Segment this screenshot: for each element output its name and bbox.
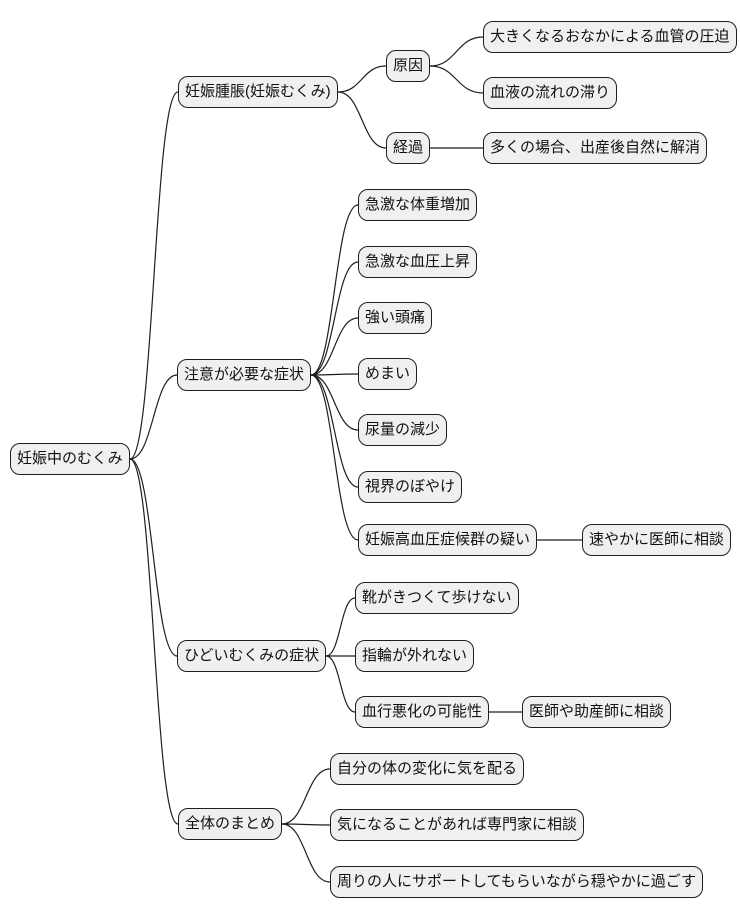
- mindmap-node: 血液の流れの滞り: [483, 77, 618, 109]
- mindmap-node: 強い頭痛: [358, 302, 433, 334]
- mindmap-node: 妊娠腫脹(妊娠むくみ): [178, 76, 338, 108]
- connector-line: [281, 823, 331, 826]
- mindmap-node: 急激な血圧上昇: [358, 246, 478, 278]
- mindmap-node: 大きくなるおなかによる血管の圧迫: [483, 21, 737, 53]
- mindmap-node: 指輪が外れない: [355, 640, 475, 672]
- connector-line: [325, 655, 356, 713]
- mindmap-node: めまい: [358, 358, 418, 390]
- connector-line: [281, 768, 331, 825]
- mindmap-node: 注意が必要な症状: [177, 359, 312, 391]
- connector-line: [337, 91, 387, 149]
- mindmap-node: 妊娠中のむくみ: [10, 443, 130, 475]
- mindmap-node: 靴がきつくて歩けない: [355, 582, 519, 614]
- connector-line: [310, 373, 359, 376]
- connector-line: [310, 317, 359, 376]
- connector-line: [310, 261, 359, 376]
- mindmap-node: 自分の体の変化に気を配る: [330, 753, 525, 785]
- mindmap-node: 速やかに医師に相談: [582, 524, 732, 556]
- mindmap-node: ひどいむくみの症状: [177, 640, 327, 672]
- connector-line: [281, 823, 331, 883]
- connector-line: [429, 36, 484, 67]
- mindmap-node: 医師や助産師に相談: [522, 696, 672, 728]
- connector-line: [129, 458, 178, 657]
- mindmap-node: 原因: [386, 50, 431, 82]
- connector-line: [310, 374, 359, 488]
- connector-line: [310, 374, 359, 431]
- connector-line: [129, 91, 179, 460]
- connector-line: [310, 204, 359, 376]
- mindmap-node: 気になることがあれば専門家に相談: [330, 809, 585, 841]
- connector-line: [325, 597, 356, 657]
- mindmap-node: 周りの人にサポートしてもらいながら穏やかに過ごす: [330, 866, 703, 898]
- mindmap-node: 多くの場合、出産後自然に解消: [483, 132, 708, 164]
- mindmap-node: 急激な体重増加: [358, 189, 478, 221]
- mindmap-node: 経過: [386, 132, 431, 164]
- connector-line: [310, 374, 359, 541]
- connector-line: [129, 374, 178, 460]
- mindmap-node: 視界のぼやけ: [358, 471, 463, 503]
- mindmap-node: 血行悪化の可能性: [355, 696, 490, 728]
- connector-line: [129, 458, 179, 825]
- connector-line: [429, 65, 484, 94]
- mindmap-node: 尿量の減少: [358, 414, 448, 446]
- mindmap-node: 全体のまとめ: [178, 808, 283, 840]
- mindmap-node: 妊娠高血圧症候群の疑い: [358, 524, 538, 556]
- connector-line: [337, 65, 387, 93]
